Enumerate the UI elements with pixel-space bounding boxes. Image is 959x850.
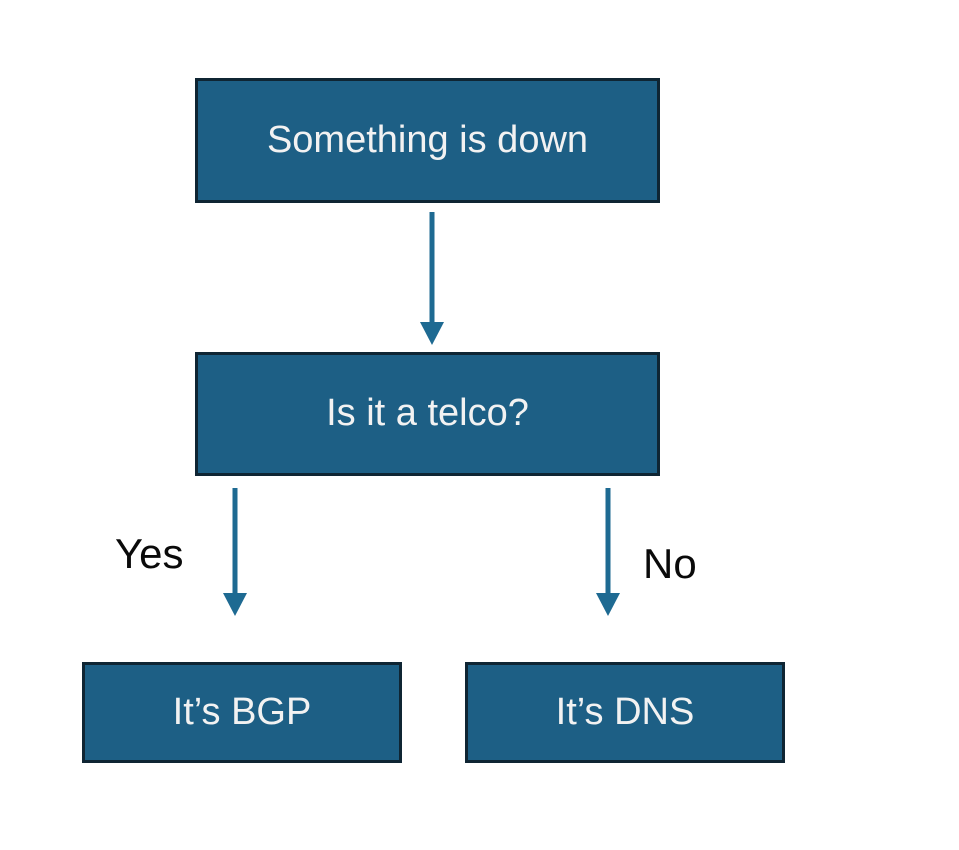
arrow-down-icon [420,212,444,345]
node-something-is-down: Something is down [195,78,660,203]
node-is-it-a-telco: Is it a telco? [195,352,660,476]
node-its-bgp: It’s BGP [82,662,402,763]
arrow-down-no-icon [596,488,620,616]
edge-label-yes: Yes [115,530,184,577]
node-its-dns: It’s DNS [465,662,785,763]
edge-label-no: No [643,540,697,587]
arrow-down-yes-icon [223,488,247,616]
